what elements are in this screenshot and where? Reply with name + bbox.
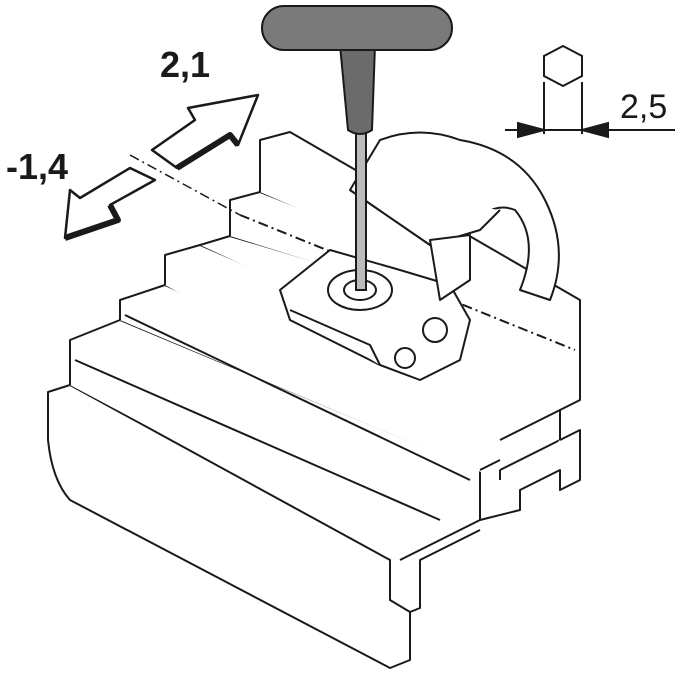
- arrow-negative-icon: [63, 166, 157, 241]
- hinge-bracket: [349, 131, 560, 301]
- hex-key-tool: [261, 5, 453, 291]
- hex-size-icon: [505, 44, 675, 139]
- negative-adjustment-label: -1,4: [6, 146, 69, 187]
- positive-adjustment-label: 2,1: [160, 44, 211, 85]
- arrow-positive-icon: [150, 93, 260, 171]
- window-profile: [47, 131, 581, 669]
- adjustment-mechanism: [279, 234, 471, 381]
- hex-key-size-label: 2,5: [620, 88, 668, 126]
